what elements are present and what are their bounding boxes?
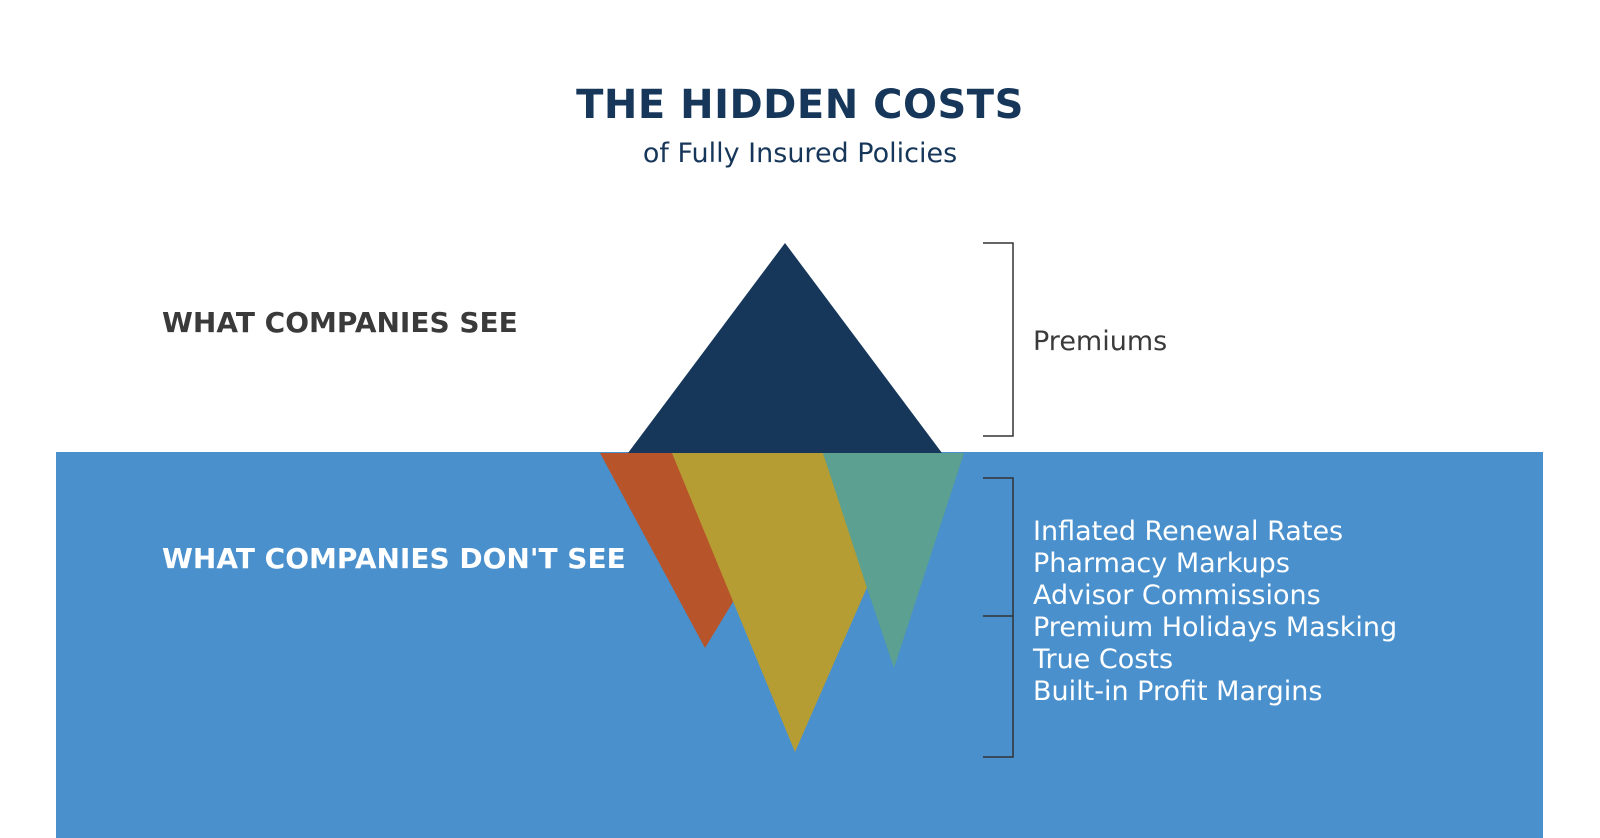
bracket-hidden (983, 477, 1014, 758)
visible-cost-label: Premiums (1033, 326, 1168, 357)
visible-section-heading: WHAT COMPANIES SEE (162, 306, 518, 339)
diagram-title: THE HIDDEN COSTS (576, 82, 1024, 128)
bracket-visible (983, 242, 1014, 437)
hidden-cost-item: Inflated Renewal Rates (1033, 516, 1344, 547)
hidden-section-heading: WHAT COMPANIES DON'T SEE (162, 542, 626, 575)
diagram-subtitle: of Fully Insured Policies (642, 138, 958, 169)
iceberg-shard-teal (823, 453, 964, 668)
hidden-cost-item: Pharmacy Markups (1033, 548, 1290, 579)
hidden-costs-list: Inflated Renewal Rates Pharmacy Markups … (1033, 516, 1463, 708)
hidden-cost-item: Premium Holidays Masking True Costs (1033, 612, 1398, 675)
iceberg-shard-mustard (672, 453, 868, 752)
hidden-cost-item: Advisor Commissions (1033, 580, 1321, 611)
iceberg-tip-premiums (628, 243, 942, 453)
iceberg-shard-orange (600, 453, 736, 648)
hidden-cost-item: Built-in Profit Margins (1033, 676, 1323, 707)
